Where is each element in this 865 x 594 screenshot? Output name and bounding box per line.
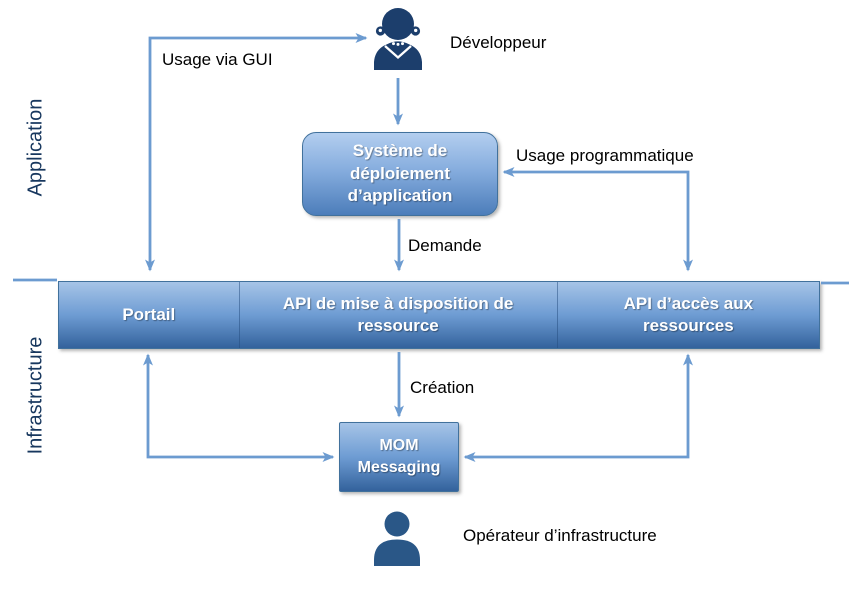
mom-messaging-box: MOM Messaging (339, 422, 459, 492)
infrastructure-services-bar: Portail API de mise à disposition de res… (58, 281, 820, 349)
edge-label-request: Demande (408, 236, 482, 255)
operator-person-icon (374, 511, 420, 566)
edge-usage-programmatic-line (502, 167, 693, 272)
edge-portal-mom-line (143, 353, 335, 462)
provision-api-segment: API de mise à disposition de ressource (238, 282, 558, 348)
deployment-system-box: Système de déploiement d’application (302, 132, 498, 216)
developer-silhouette (374, 8, 422, 70)
edge-label-creation: Création (410, 378, 475, 397)
layer-label-application: Application (24, 98, 47, 197)
edge-label-usage-gui: Usage via GUI (162, 50, 273, 69)
developer-details (378, 28, 418, 60)
operator-silhouette (374, 511, 420, 566)
operator-label: Opérateur d’infrastructure (463, 526, 657, 545)
access-api-segment: API d’accès aux ressources (623, 293, 754, 335)
developer-label: Développeur (450, 33, 547, 52)
layer-label-infrastructure: Infrastructure (24, 336, 47, 455)
portal-segment: Portail (122, 304, 176, 324)
edge-label-usage-programmatic: Usage programmatique (516, 146, 694, 165)
edge-mom-access-api-line (463, 353, 693, 462)
developer-female-person-icon (374, 8, 422, 70)
